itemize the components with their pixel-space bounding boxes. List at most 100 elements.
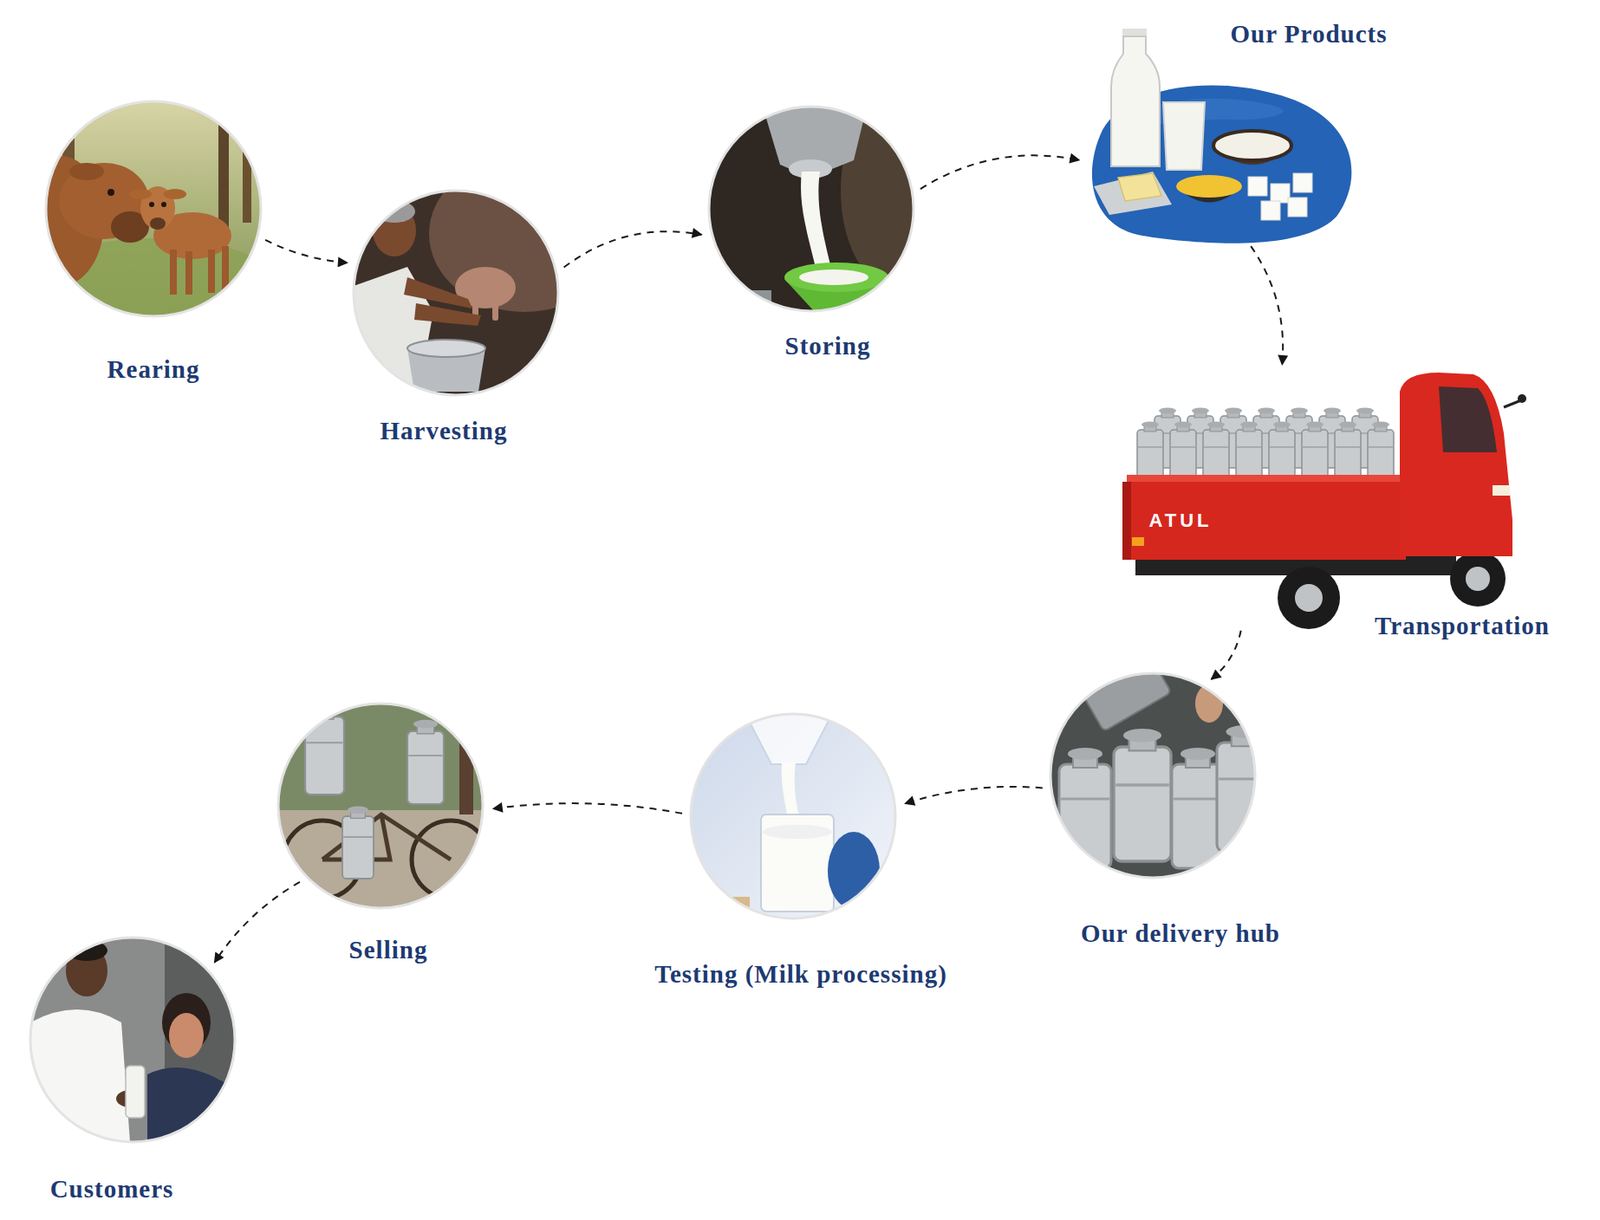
rearing-photo <box>149 201 155 208</box>
milking-photo <box>407 339 486 358</box>
milk-truck <box>1492 485 1510 496</box>
dairy-products <box>1287 197 1308 217</box>
dairy-products <box>1270 183 1290 203</box>
testing-photo <box>690 714 896 919</box>
flow-arrow <box>1211 630 1242 680</box>
hub-photo <box>1059 747 1112 869</box>
photo-rim <box>45 101 261 317</box>
step-label: Selling <box>349 936 429 965</box>
milk-truck <box>1450 551 1506 607</box>
milk-truck <box>1137 422 1164 483</box>
pouring-photo <box>708 95 945 317</box>
dairy-products <box>1293 173 1313 193</box>
flow-arrow <box>564 231 703 267</box>
milk-truck <box>1131 537 1145 547</box>
process-circle: Testing (Milk processing) <box>690 714 896 919</box>
milk-truck <box>1301 422 1328 483</box>
photo-rim <box>708 106 914 312</box>
milk-truck <box>1122 481 1132 560</box>
pouring-photo <box>784 262 889 293</box>
milk-truck <box>1277 566 1340 630</box>
rearing-photo <box>107 188 115 196</box>
rearing-photo <box>169 249 177 295</box>
rearing-photo <box>161 201 167 208</box>
testing-photo <box>760 814 834 912</box>
dairy-products <box>1248 176 1268 196</box>
vehicle-brand: ATUL <box>1148 510 1212 532</box>
milk-truck <box>1334 422 1361 483</box>
rearing-photo <box>69 162 105 181</box>
photo-rim <box>690 714 896 919</box>
photo-rim <box>278 703 483 909</box>
milking-photo <box>353 156 620 396</box>
photo-rim <box>30 937 235 1143</box>
milking-photo <box>429 156 620 313</box>
rearing-photo <box>14 101 293 360</box>
step-label: Transportation <box>1374 611 1550 641</box>
pouring-photo <box>719 290 772 317</box>
testing-photo <box>690 714 896 919</box>
photo-rim <box>30 101 1256 1143</box>
bicycle-photo <box>305 704 345 795</box>
flow-arrow <box>920 155 1080 189</box>
step-label: Storing <box>785 331 872 361</box>
rearing-photo <box>221 246 229 292</box>
dairy-products <box>1122 28 1147 37</box>
milk-truck <box>1367 422 1394 483</box>
milk-truck <box>1268 422 1295 483</box>
dairy-products <box>1111 36 1160 167</box>
process-circle: Harvesting <box>353 190 559 396</box>
dairy-products <box>1213 130 1292 161</box>
milking-photo <box>492 301 499 321</box>
customers-photo <box>30 937 235 1143</box>
step-label: Customers <box>50 1175 175 1204</box>
photo-rim <box>1050 673 1256 879</box>
milk-truck <box>1465 566 1490 592</box>
bicycle-photo <box>278 703 483 909</box>
dairy-products <box>1163 102 1205 170</box>
dairy-products <box>1261 201 1281 221</box>
milk-truck <box>1170 422 1197 483</box>
process-circle: Rearing <box>45 101 261 317</box>
rearing-photo <box>163 188 187 200</box>
customers-photo <box>125 1066 145 1119</box>
hub-photo <box>1113 728 1171 862</box>
milking-photo <box>403 277 473 309</box>
process-circle: Selling <box>278 703 483 909</box>
milk-truck <box>1122 372 1527 630</box>
rearing-photo <box>129 188 152 200</box>
dairy-products <box>1092 28 1352 244</box>
process-circle: Storing <box>708 106 914 312</box>
process-circle: Our delivery hub <box>1050 673 1256 879</box>
process-picture: Transportation <box>1122 372 1516 633</box>
process-circle: Customers <box>30 937 235 1143</box>
step-label: Harvesting <box>380 416 508 446</box>
customers-photo <box>30 937 235 1143</box>
flow-arrow <box>214 882 300 963</box>
step-label: Testing (Milk processing) <box>654 960 948 989</box>
step-label: Rearing <box>107 355 201 384</box>
photo-rim <box>353 190 559 396</box>
milk-truck <box>1399 372 1513 557</box>
testing-photo <box>762 825 833 840</box>
hub-photo <box>1216 725 1272 853</box>
bicycle-photo <box>278 810 483 909</box>
flow-arrow <box>904 786 1043 804</box>
dairy-products <box>1176 175 1243 198</box>
flow-arrow <box>265 240 348 263</box>
pouring-photo <box>762 106 867 178</box>
rearing-photo <box>185 251 193 295</box>
bicycle-photo <box>407 720 444 805</box>
customers-photo <box>169 1013 204 1059</box>
bicycle-photo <box>342 806 374 879</box>
rearing-photo <box>208 249 215 293</box>
milk-truck <box>1294 584 1323 612</box>
step-label: Our Products <box>1230 19 1388 49</box>
dairy-products <box>1093 171 1172 215</box>
dairy-products <box>1118 173 1162 202</box>
customers-photo <box>147 1067 235 1143</box>
milk-truck <box>1203 422 1230 483</box>
